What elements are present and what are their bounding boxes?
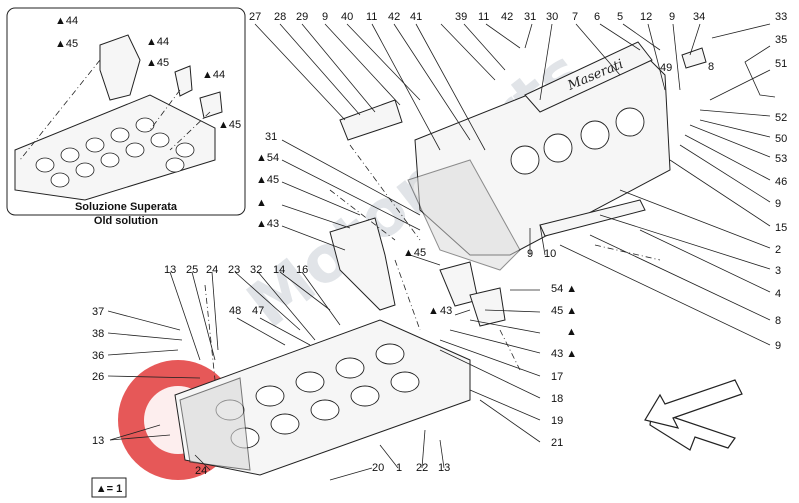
direction-arrow-icon <box>644 379 743 451</box>
callout: 9 <box>322 11 328 23</box>
callouts-right: 35 51 52 50 53 46 9 15 2 3 4 8 9 <box>775 34 787 352</box>
callout: 34 <box>693 11 705 23</box>
inset-caption-en: Old solution <box>94 215 158 227</box>
callout: 15 <box>775 222 787 234</box>
callout: 3 <box>775 265 781 277</box>
inset-label-44b: ▲44 <box>146 36 169 48</box>
callout: ▲54 <box>256 152 279 164</box>
inset-old-solution: ▲44 ▲45 ▲44 ▲45 ▲44 ▲45 Soluzione Supera… <box>6 7 246 227</box>
callout: 42 <box>388 11 400 23</box>
callout: 27 <box>249 11 261 23</box>
callout: 22 <box>416 462 428 474</box>
callout: 10 <box>544 248 556 260</box>
bracket-c <box>469 287 506 327</box>
callout: 47 <box>252 305 264 317</box>
bracket-a <box>329 217 396 311</box>
callout: 49 <box>660 62 672 74</box>
callout: 45 ▲ <box>551 305 577 317</box>
callout: 52 <box>775 112 787 124</box>
callout: 32 <box>250 264 262 276</box>
callouts-center: 49 8 10 9 ▲45 54 ▲ 45 ▲ ▲ 43 ▲ 17 18 19 … <box>403 61 714 449</box>
callout: 4 <box>775 288 781 300</box>
callout: 35 <box>775 34 787 46</box>
callout: 24 <box>206 264 218 276</box>
rail-3 <box>539 199 646 237</box>
callout: ▲45 <box>403 247 426 259</box>
callout: 38 <box>92 328 104 340</box>
callout: 2 <box>775 244 781 256</box>
legend-text: ▲= 1 <box>96 483 123 495</box>
callout: 8 <box>708 61 714 73</box>
callout: 29 <box>296 11 308 23</box>
callout: 8 <box>775 315 781 327</box>
callout: 33 <box>775 11 787 23</box>
callout: 11 <box>478 11 489 23</box>
callout: 48 <box>229 305 241 317</box>
callout: 51 <box>775 58 787 70</box>
callout: ▲ <box>566 326 577 338</box>
callout: 23 <box>228 264 240 276</box>
callouts-top: 27 28 29 9 40 11 42 41 39 11 42 31 30 7 … <box>249 11 787 23</box>
callout: 54 ▲ <box>551 283 577 295</box>
legend-box: ▲= 1 <box>91 477 127 498</box>
callout: 13 <box>164 264 176 276</box>
callouts-lower-left: 13 25 24 23 32 14 16 37 38 36 26 48 47 <box>92 264 308 383</box>
gasket <box>407 159 521 271</box>
callout: 5 <box>617 11 623 23</box>
callout: 21 <box>551 437 563 449</box>
callout: 31 <box>265 131 277 143</box>
cylinder-head <box>174 319 471 476</box>
callout: ▲45 <box>256 174 279 186</box>
callout: 43 <box>440 305 452 317</box>
callout: 16 <box>296 264 308 276</box>
inset-label-44c: ▲44 <box>202 69 225 81</box>
callouts-left-mid: 31 ▲54 ▲45 ▲ ▲43 <box>256 131 279 230</box>
callout: 13 <box>92 435 104 447</box>
callout: 46 <box>775 176 787 188</box>
callout: 39 <box>455 11 467 23</box>
callout: 19 <box>551 415 563 427</box>
callout: 13 <box>438 462 450 474</box>
callout: 11 <box>366 11 377 23</box>
callout: 14 <box>273 264 285 276</box>
callout: ▲43 <box>256 218 279 230</box>
callout: 40 <box>341 11 353 23</box>
callout: 28 <box>274 11 286 23</box>
callout: ▲ <box>256 197 267 209</box>
callout: 31 <box>524 11 536 23</box>
callout: 6 <box>594 11 600 23</box>
callout: 25 <box>186 264 198 276</box>
inset-label-44a: ▲44 <box>55 15 78 27</box>
callout: 20 <box>372 462 384 474</box>
callouts-bottom: 13 24 20 1 22 13 <box>92 435 450 477</box>
callout: 26 <box>92 371 104 383</box>
callout: 12 <box>640 11 652 23</box>
callout: 30 <box>546 11 558 23</box>
callout: 9 <box>775 340 781 352</box>
callout: 24 <box>195 465 207 477</box>
solenoid <box>339 99 403 141</box>
callout: ▲ <box>428 305 439 317</box>
callout: 7 <box>572 11 578 23</box>
callout: 37 <box>92 306 104 318</box>
callout: 9 <box>669 11 675 23</box>
callout: 41 <box>410 11 422 23</box>
leader-lines <box>107 23 776 481</box>
inset-label-45a: ▲45 <box>55 38 78 50</box>
inset-label-45b: ▲45 <box>146 57 169 69</box>
inset-label-45c: ▲45 <box>218 119 241 131</box>
callout: 50 <box>775 133 787 145</box>
callout: 1 <box>396 462 402 474</box>
callout: 9 <box>775 198 781 210</box>
callout: 18 <box>551 393 563 405</box>
callout: 9 <box>527 248 533 260</box>
inset-caption-it: Soluzione Superata <box>75 201 178 213</box>
sensor-34 <box>681 47 707 69</box>
callout: 53 <box>775 153 787 165</box>
callout: 43 ▲ <box>551 348 577 360</box>
callout: 42 <box>501 11 513 23</box>
callout: 17 <box>551 371 563 383</box>
callout: 36 <box>92 350 104 362</box>
